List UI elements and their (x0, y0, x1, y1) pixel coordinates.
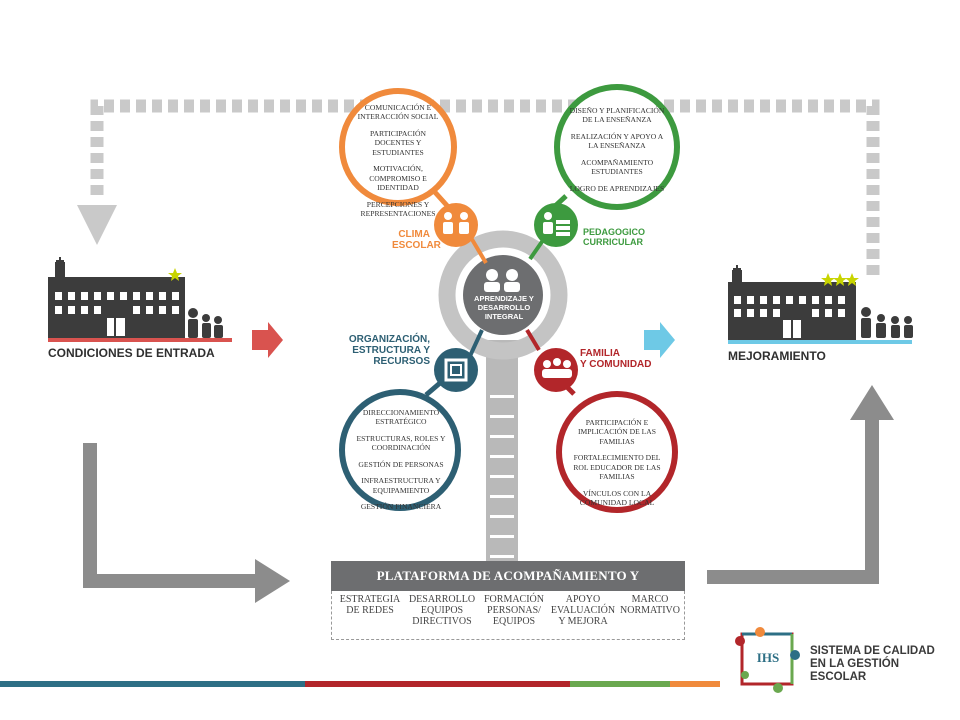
bottom-left-flow-arrow (83, 443, 255, 588)
pedagogico-items: DISEÑO Y PLANIFICACIÓN DE LA ENSEÑANZA R… (567, 106, 667, 200)
organizacion-item: DIRECCIONAMIENTO ESTRATÉGICO (362, 408, 440, 427)
ladder-stem (486, 340, 518, 562)
platform-column: ESTRATEGIA DE REDES (339, 594, 401, 616)
familia-item: PARTICIPACIÓN E IMPLICACIÓN DE LAS FAMIL… (577, 418, 657, 446)
footer-bar-red (305, 681, 570, 687)
footer-bar-teal (0, 681, 305, 687)
improvement-label: MEJORAMIENTO (728, 349, 826, 363)
familia-circle (556, 391, 678, 513)
organizacion-item: GESTIÓN DE PERSONAS (358, 459, 444, 469)
star-icon (168, 268, 182, 281)
pedagogico-icon (534, 203, 578, 247)
brand-logo-text: IHS (756, 650, 780, 665)
three-stars-icon (821, 273, 859, 286)
platform-columns: ESTRATEGIA DE REDES DESARROLLO EQUIPOS D… (331, 591, 685, 640)
clima-circle (339, 88, 457, 206)
familia-item: VÍNCULOS CON LA COMUNIDAD LOCAL (579, 488, 655, 508)
footer-bar-green (570, 681, 670, 687)
platform-column: APOYO EVALUACIÓN Y MEJORA (550, 594, 616, 627)
pedagogico-item: ACOMPAÑAMIENTO ESTUDIANTES (580, 157, 654, 177)
improvement-school-building (728, 265, 913, 344)
familia-item: FORTALECIMIENTO DEL ROL EDUCADOR DE LAS … (573, 453, 661, 482)
platform-column: MARCO NORMATIVO (620, 594, 680, 616)
feedback-dashed-path (90, 99, 880, 275)
feedback-arrow-head (77, 205, 117, 245)
blue-arrow (644, 322, 675, 358)
platform-column: DESARROLLO EQUIPOS DIRECTIVOS (408, 594, 476, 627)
entry-school-building (48, 257, 232, 342)
clima-item: PARTICIPACIÓN DOCENTES Y ESTUDIANTES (370, 128, 426, 157)
clima-item: PERCEPCIONES Y REPRESENTACIONES (360, 199, 436, 219)
organizacion-items: DIRECCIONAMIENTO ESTRATÉGICO ESTRUCTURAS… (354, 408, 448, 519)
brand-logo-icon (735, 627, 800, 693)
organizacion-item: ESTRUCTURAS, ROLES Y COORDINACIÓN (356, 433, 446, 453)
organizacion-circle (339, 389, 461, 511)
pedagogico-item: REALIZACIÓN Y APOYO A LA ENSEÑANZA (570, 131, 664, 151)
pedagogico-item: DISEÑO Y PLANIFICACIÓN DE LA ENSEÑANZA (569, 106, 665, 125)
clima-items: COMUNICACIÓN E INTERACCIÓN SOCIAL PARTIC… (352, 103, 444, 226)
red-arrow (252, 322, 283, 358)
bottom-right-flow-arrow (707, 415, 879, 584)
center-ring (438, 230, 568, 360)
center-label: APRENDIZAJE Y DESARROLLO INTEGRAL (474, 294, 534, 321)
footer-bar-orange (670, 681, 720, 687)
clima-item: COMUNICACIÓN E INTERACCIÓN SOCIAL (357, 103, 439, 122)
organizacion-item: INFRAESTRUCTURA Y EQUIPAMIENTO (361, 476, 441, 495)
platform-title: PLATAFORMA DE ACOMPAÑAMIENTO Y SUPERVISI… (331, 561, 685, 613)
pedagogico-item: LOGRO DE APRENDIZAJES (569, 183, 665, 193)
brand-name: SISTEMA DE CALIDAD EN LA GESTIÓN ESCOLAR (810, 645, 935, 684)
familia-items: PARTICIPACIÓN E IMPLICACIÓN DE LAS FAMIL… (570, 418, 664, 515)
pedagogico-circle (554, 84, 680, 210)
platform-column: FORMACIÓN PERSONAS/ EQUIPOS (483, 594, 544, 627)
organizacion-item: GESTIÓN FINANCIERA (360, 502, 442, 512)
clima-item: MOTIVACIÓN, COMPROMISO E IDENTIDAD (369, 164, 427, 193)
entry-label: CONDICIONES DE ENTRADA (48, 346, 215, 360)
